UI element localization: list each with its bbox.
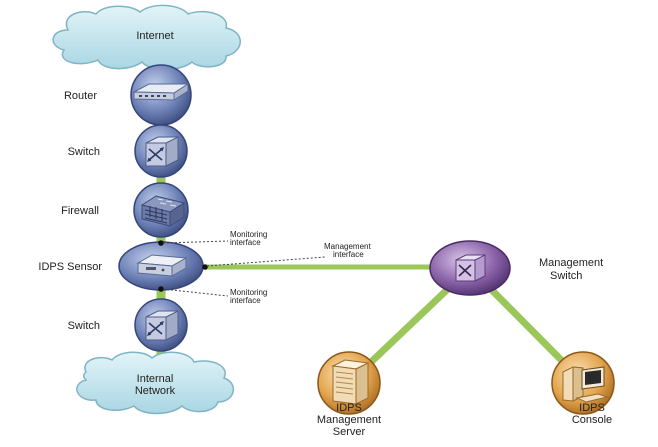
monitoring-interface-top-annotation: Monitoring interface	[230, 230, 267, 247]
internal-network-label-line-1: Internal	[137, 373, 174, 385]
server-label-line-2: Management	[317, 414, 381, 426]
annotation-leaders	[162, 240, 326, 297]
cloud-icon	[76, 351, 235, 415]
idps-console-node: IDPS Console	[551, 351, 615, 426]
firewall-node: Firewall	[61, 182, 189, 238]
annotation-line-2: interface	[230, 238, 261, 247]
idps-sensor-node: IDPS Sensor	[38, 240, 208, 292]
internal-network-label-line-2: Network	[135, 385, 176, 397]
switch-icon	[145, 310, 179, 341]
internal-network-cloud: Internal Network	[76, 351, 235, 415]
console-label-line-2: Console	[572, 414, 612, 426]
annotation-line-1: Monitoring	[230, 288, 267, 297]
switch-bottom-node: Switch	[68, 298, 188, 352]
monitoring-interface-bottom-annotation: Monitoring interface	[230, 288, 267, 305]
annotation-line-2: interface	[333, 250, 364, 259]
switch-top-label: Switch	[68, 146, 100, 158]
annotation-line-1: Monitoring	[230, 230, 267, 239]
switch-icon	[145, 136, 179, 167]
computer-icon	[562, 366, 609, 403]
switch-icon	[455, 254, 486, 282]
management-interface-annotation: Management interface	[324, 242, 371, 259]
firewall-icon	[140, 195, 186, 227]
switch-top-node: Switch	[68, 124, 188, 178]
management-switch-label-line-2: Switch	[550, 270, 582, 282]
management-switch-label-line-1: Management	[539, 257, 603, 269]
internet-label: Internet	[136, 30, 173, 42]
server-label-line-3: Server	[333, 426, 366, 438]
idps-management-server-node: IDPS Management Server	[317, 351, 381, 438]
management-switch-node: Management Switch	[429, 240, 603, 296]
router-label: Router	[64, 90, 97, 102]
sensor-icon	[136, 254, 188, 277]
internet-cloud: Internet	[52, 4, 241, 71]
annotation-line-1: Management	[324, 242, 371, 251]
monitoring-port-bottom	[158, 286, 164, 292]
monitoring-port-top	[158, 240, 164, 246]
server-icon	[331, 359, 370, 405]
links	[156, 35, 586, 386]
annotation-line-2: interface	[230, 296, 261, 305]
console-label-line-1: IDPS	[579, 402, 605, 414]
idps-sensor-label: IDPS Sensor	[38, 261, 102, 273]
server-label-line-1: IDPS	[336, 402, 362, 414]
router-icon	[132, 83, 190, 101]
cloud-icon	[52, 4, 241, 71]
firewall-label: Firewall	[61, 205, 99, 217]
switch-bottom-label: Switch	[68, 320, 100, 332]
management-port	[202, 264, 208, 270]
router-node: Router	[64, 64, 192, 126]
